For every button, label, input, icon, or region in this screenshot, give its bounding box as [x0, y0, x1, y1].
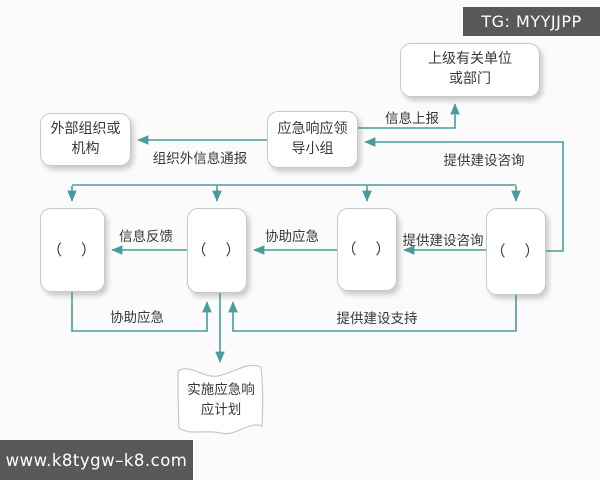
edge-label-provide-consult-top: 提供建设咨询	[443, 153, 525, 169]
connector-dept4-to-leader	[364, 137, 564, 252]
edge-label-report-info: 信息上报	[385, 111, 439, 127]
edge-label-info-feedback: 信息反馈	[119, 229, 173, 245]
edge-label-assist-emergency-mid: 协助应急	[265, 229, 319, 245]
tg-watermark-badge: TG: MYYJJPP	[463, 7, 600, 36]
node-superior-unit: 上级有关单位 或部门	[400, 43, 540, 97]
node-implement-plan: 实施应急响 应计划	[187, 382, 255, 418]
url-watermark-badge: www.k8tygw–k8.com	[0, 440, 193, 480]
node-external-org: 外部组织或 机构	[40, 113, 131, 166]
edge-label-provide-consult-mid: 提供建设咨询	[402, 233, 484, 249]
edge-label-provide-support-bottom: 提供建设支持	[336, 311, 418, 327]
node-leader-group: 应急响应领 导小组	[267, 111, 358, 168]
node-dept-placeholder-2: （ ）	[187, 208, 247, 293]
connector-dept4-to-dept2-bottom	[228, 295, 517, 332]
node-dept-placeholder-1: （ ）	[40, 208, 105, 292]
node-dept-placeholder-4: （ ）	[486, 208, 546, 295]
edge-label-external-notify: 组织外信息通报	[152, 151, 248, 167]
connector-dept1-to-dept2-bottom	[71, 292, 212, 332]
node-dept-placeholder-3: （ ）	[337, 208, 397, 291]
connector-leader-to-superior	[358, 103, 460, 129]
wave-banner-shape	[177, 364, 264, 435]
edge-label-assist-emergency-bottom: 协助应急	[110, 310, 164, 326]
